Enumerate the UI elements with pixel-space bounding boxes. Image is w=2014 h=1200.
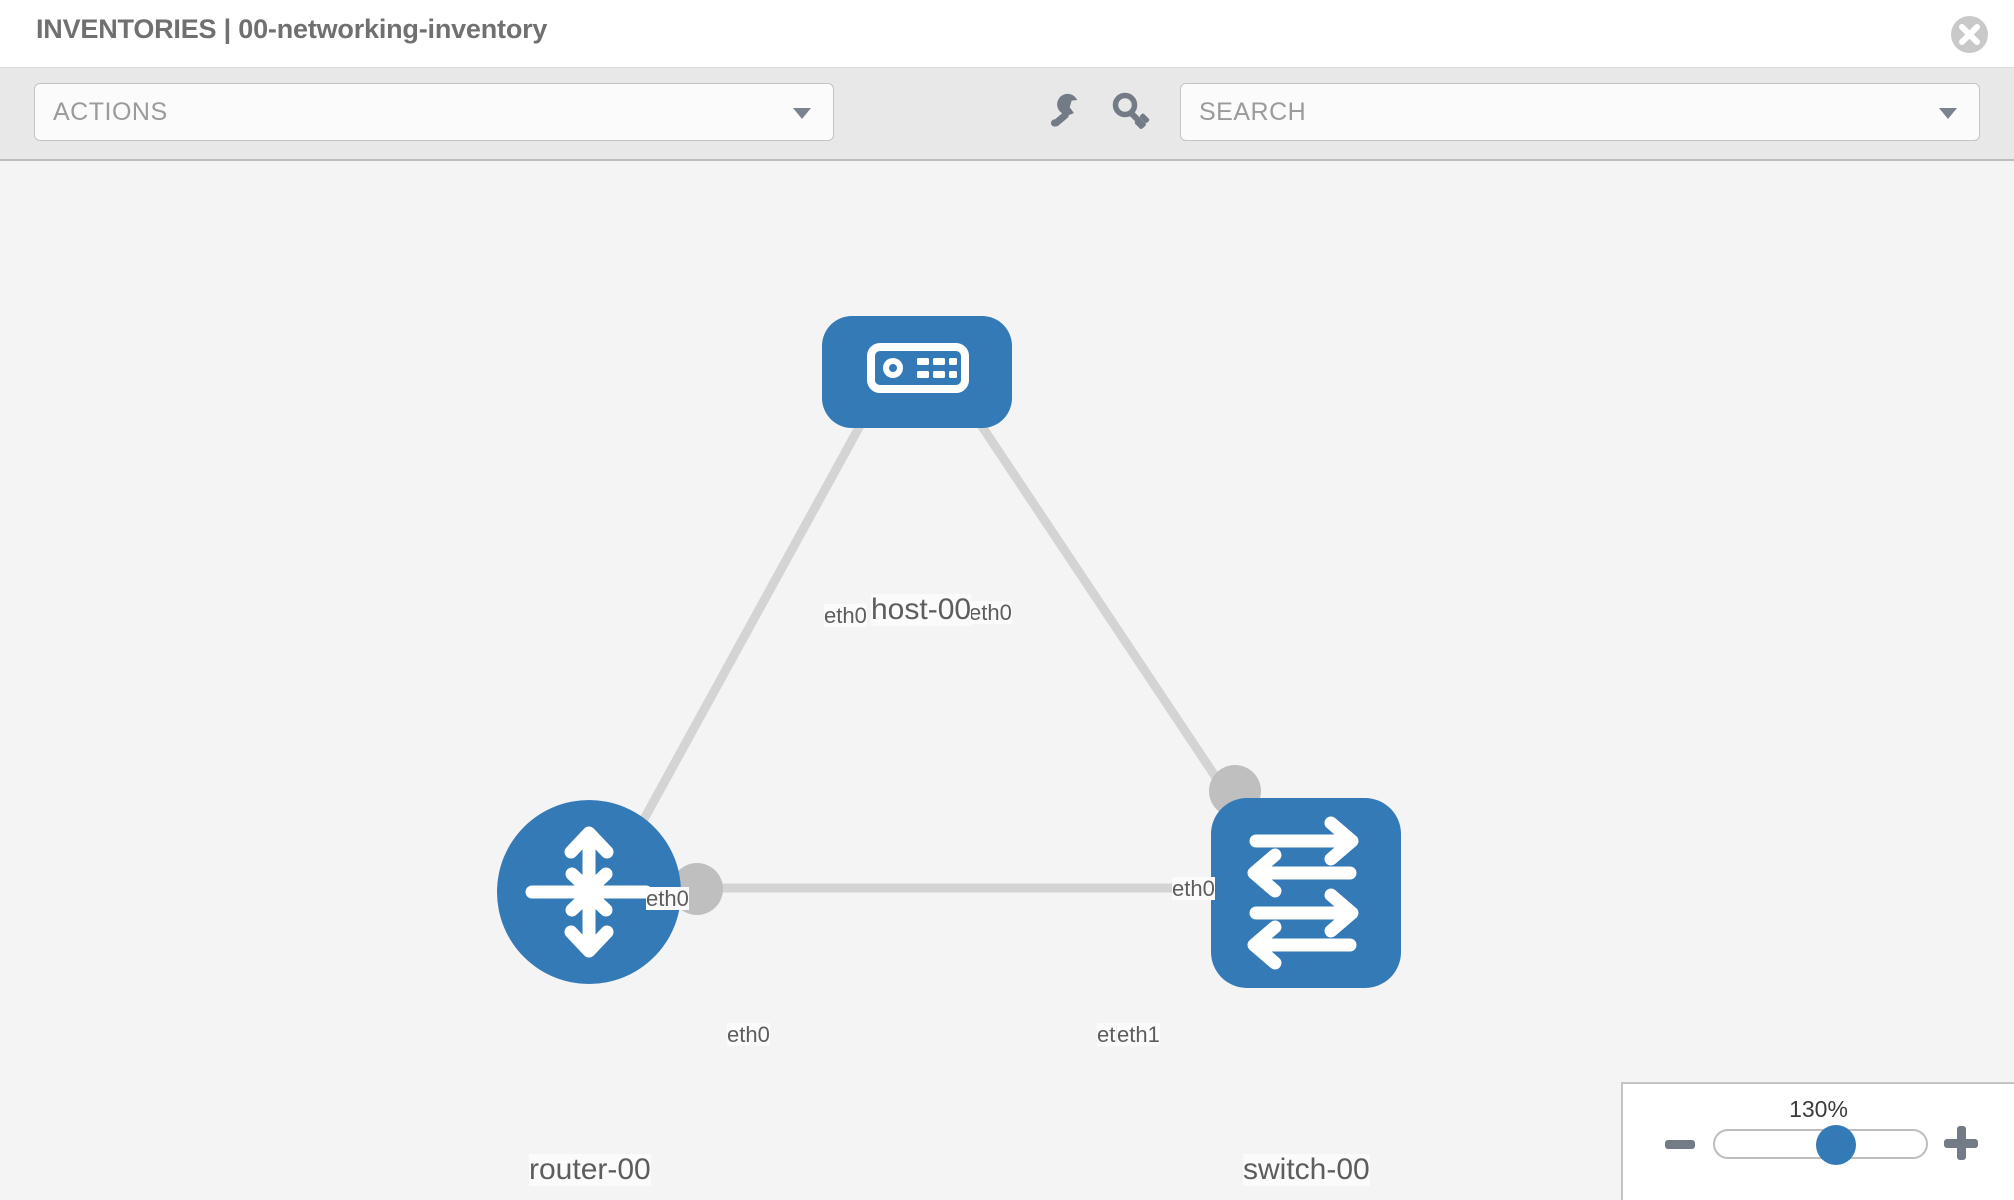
close-icon[interactable] xyxy=(1951,16,1988,53)
search-placeholder: SEARCH xyxy=(1199,98,1307,126)
key-icon[interactable] xyxy=(1110,90,1154,134)
node-switch-00 xyxy=(1211,798,1401,988)
actions-dropdown[interactable]: ACTIONS xyxy=(34,83,834,141)
node-router-00 xyxy=(497,800,681,984)
wrench-icon[interactable] xyxy=(1043,90,1087,134)
topology-graph xyxy=(497,316,1401,988)
zoom-slider-handle[interactable] xyxy=(1816,1125,1856,1165)
graph-links xyxy=(606,368,1289,893)
zoom-slider[interactable] xyxy=(1713,1125,1928,1165)
zoom-percent-label: 130% xyxy=(1789,1096,1848,1122)
zoom-out-button[interactable] xyxy=(1665,1140,1695,1149)
router-arrows-icon xyxy=(525,826,653,958)
iface-label: eth0 xyxy=(727,1022,770,1047)
link-host-router xyxy=(606,368,894,884)
iface-label: eth0 xyxy=(824,603,867,628)
node-label-router-00: router-00 xyxy=(529,1153,651,1186)
search-input[interactable]: SEARCH xyxy=(1180,83,1980,141)
zoom-in-button[interactable] xyxy=(1944,1126,1978,1160)
app-header: INVENTORIES | 00-networking-inventory xyxy=(0,0,2014,68)
iface-label: eth0 xyxy=(1172,876,1215,901)
chevron-down-icon[interactable] xyxy=(1939,108,1957,119)
graph-connectors xyxy=(671,351,1262,915)
zoom-control: 130% xyxy=(1621,1082,2014,1200)
chevron-down-icon xyxy=(793,108,811,119)
topology-canvas[interactable]: eth0 eth0 eth0 eth0 eth0 eth0 eth1 host-… xyxy=(0,161,2014,1200)
switch-arrows-icon xyxy=(1247,816,1359,970)
node-label-host-00: host-00 xyxy=(871,593,972,626)
page-title: INVENTORIES | 00-networking-inventory xyxy=(36,14,548,44)
node-host-00 xyxy=(822,316,1012,428)
iface-label: eth1 xyxy=(1117,1022,1160,1047)
iface-label: eth0 xyxy=(969,600,1012,625)
actions-dropdown-label: ACTIONS xyxy=(53,98,168,126)
iface-label: eth0 xyxy=(646,886,689,911)
node-label-switch-00: switch-00 xyxy=(1243,1153,1370,1186)
